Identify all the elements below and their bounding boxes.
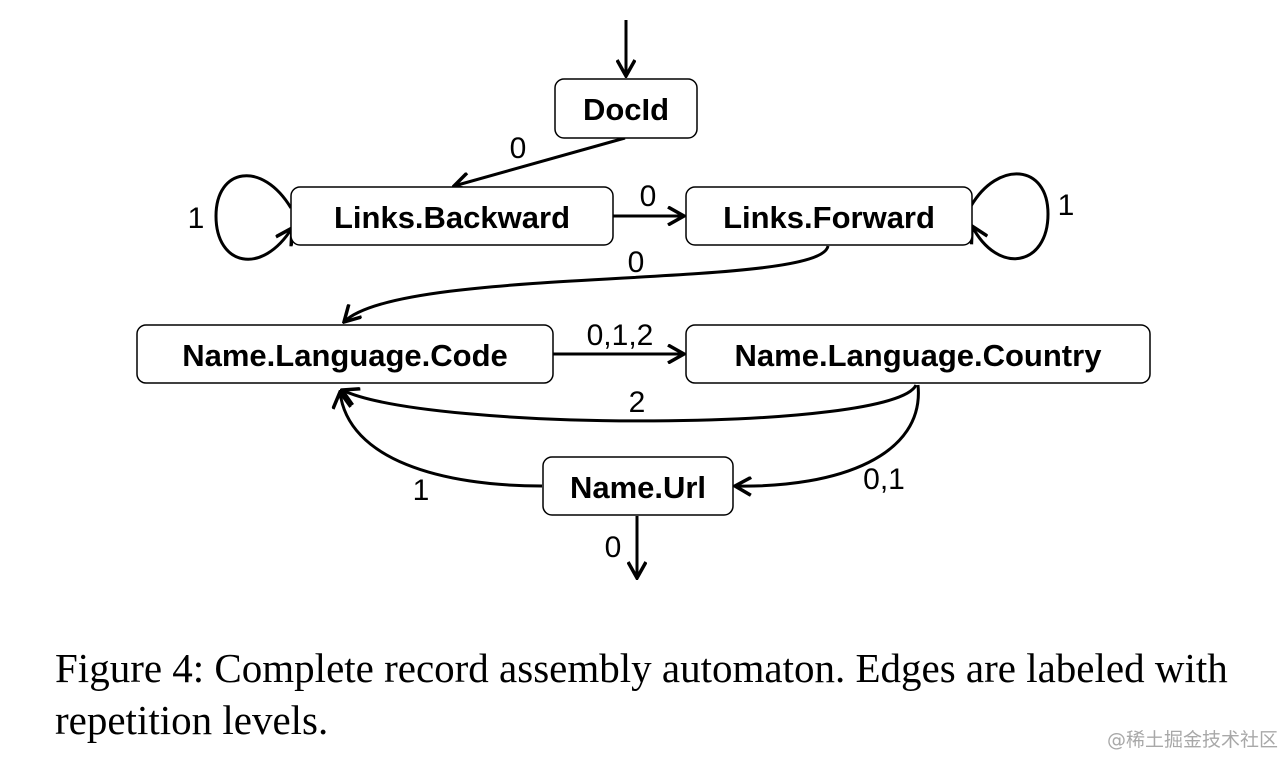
edge-label-name-url-to-end: 0 [605, 531, 622, 564]
edge-name-language-country-to-name-url [735, 384, 920, 486]
record-assembly-automaton-diagram: 0 1 0 1 0 0,1,2 2 0,1 1 0 DocId Links.Ba… [136, 20, 1151, 620]
node-name-language-country: Name.Language.Country [685, 324, 1151, 384]
edge-label-links-forward-to-name-language-code: 0 [628, 246, 645, 279]
watermark: @稀土掘金技术社区 [1106, 729, 1278, 751]
node-label-links-forward: Links.Forward [723, 200, 935, 235]
edge-label-links-backward-to-links-forward: 0 [640, 180, 657, 213]
edge-label-name-url-to-name-language-code: 1 [413, 474, 430, 507]
node-label-name-language-country: Name.Language.Country [735, 338, 1103, 373]
edge-label-name-language-country-to-name-url: 0,1 [863, 463, 905, 496]
node-docid: DocId [554, 78, 698, 139]
node-label-docid: DocId [583, 92, 669, 127]
edge-name-language-country-to-name-language-code [342, 384, 918, 423]
node-name-url: Name.Url [542, 456, 734, 516]
edge-label-docid-to-links-backward: 0 [510, 132, 527, 165]
edge-label-links-forward-self-loop: 1 [1058, 189, 1075, 222]
edge-links-backward-self-loop [214, 174, 292, 261]
edge-links-forward-to-name-language-code [344, 245, 830, 322]
node-links-backward: Links.Backward [290, 186, 614, 246]
figure-caption: Figure 4: Complete record assembly autom… [55, 645, 1228, 743]
node-label-links-backward: Links.Backward [334, 200, 570, 235]
node-label-name-language-code: Name.Language.Code [182, 338, 508, 373]
edge-label-name-language-code-to-name-language-country: 0,1,2 [587, 319, 654, 352]
edge-labels: 0 1 0 1 0 0,1,2 2 0,1 1 0 [188, 132, 1075, 564]
node-name-language-code: Name.Language.Code [136, 324, 554, 384]
node-links-forward: Links.Forward [685, 186, 973, 246]
edge-label-name-language-country-to-name-language-code: 2 [629, 386, 646, 419]
edges [214, 20, 1050, 578]
edge-name-url-to-name-language-code [340, 392, 543, 488]
edge-docid-to-links-backward [454, 136, 626, 186]
edge-label-links-backward-self-loop: 1 [188, 202, 205, 235]
edge-links-forward-self-loop [971, 172, 1050, 261]
node-label-name-url: Name.Url [570, 470, 706, 505]
